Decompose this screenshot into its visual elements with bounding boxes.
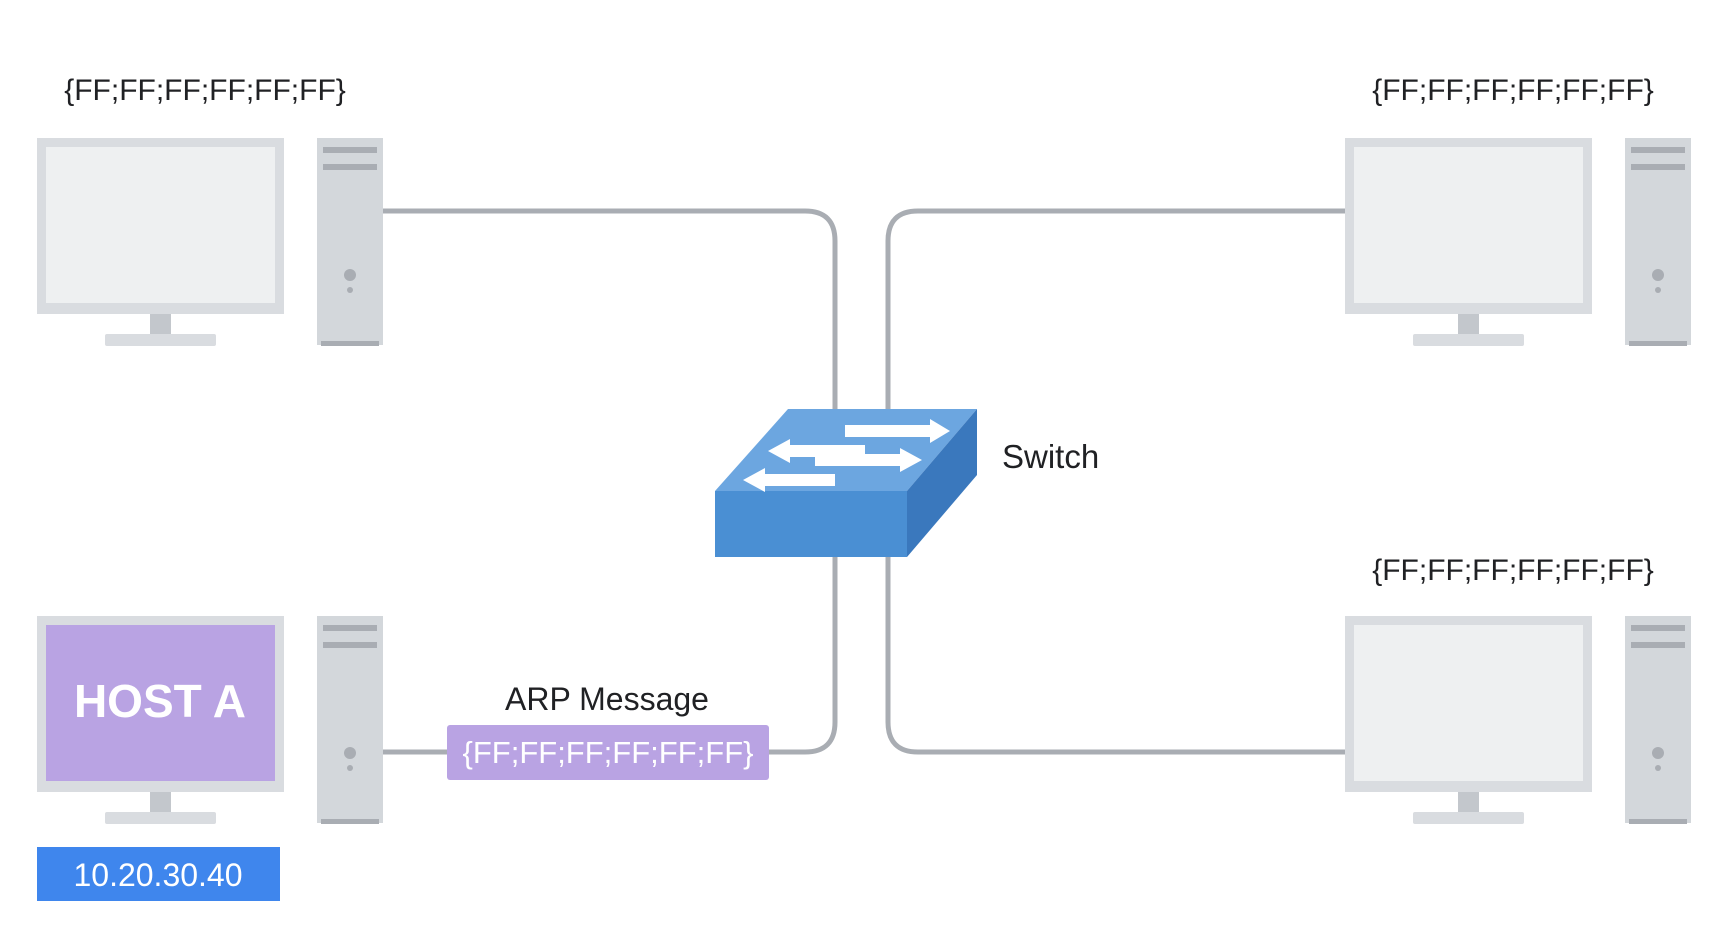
switch-front-face (715, 491, 907, 557)
computer-host-a: HOST A 10.20.30.40 (37, 616, 383, 901)
monitor-icon (1345, 138, 1592, 346)
tower-icon (317, 616, 383, 824)
switch-side-face (907, 409, 977, 557)
cables (383, 208, 1345, 755)
monitor-icon (37, 138, 284, 346)
tower-icon (1625, 616, 1691, 824)
computer-top-left: {FF;FF;FF;FF;FF;FF} (37, 74, 383, 346)
cable-bottom-left (383, 555, 838, 755)
computer-top-right: {FF;FF;FF;FF;FF;FF} (1345, 74, 1691, 346)
host-a-screen (46, 625, 275, 781)
cable-top-left (383, 208, 838, 410)
ip-address-badge: 10.20.30.40 (37, 847, 280, 901)
ip-address-label: 10.20.30.40 (73, 857, 242, 893)
computer-bottom-right: {FF;FF;FF;FF;FF;FF} (1345, 554, 1691, 824)
cable-top-right (885, 208, 1345, 410)
switch-label: Switch (1002, 438, 1099, 475)
arp-message-label: ARP Message (505, 681, 709, 717)
host-name-label: HOST A (74, 675, 246, 727)
mac-address-label: {FF;FF;FF;FF;FF;FF} (1372, 554, 1654, 587)
switch-icon (715, 409, 977, 557)
tower-icon (1625, 138, 1691, 346)
cable-bottom-right (885, 555, 1345, 755)
mac-address-label: {FF;FF;FF;FF;FF;FF} (1372, 74, 1654, 107)
arp-message-badge (447, 725, 769, 780)
arp-message: ARP Message {FF;FF;FF;FF;FF;FF} (447, 681, 769, 780)
tower-icon (317, 138, 383, 346)
monitor-icon (37, 616, 284, 824)
mac-address-label: {FF;FF;FF;FF;FF;FF} (64, 74, 346, 107)
monitor-icon (1345, 616, 1592, 824)
arp-message-payload: {FF;FF;FF;FF;FF;FF} (462, 735, 753, 770)
switch-arrows-icon (743, 419, 950, 492)
